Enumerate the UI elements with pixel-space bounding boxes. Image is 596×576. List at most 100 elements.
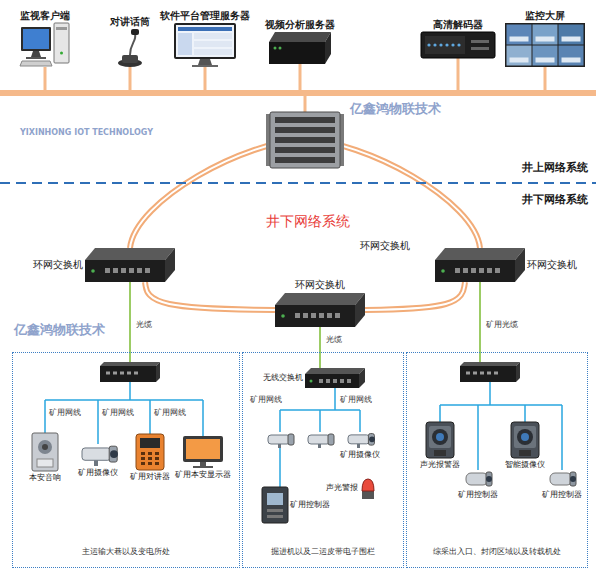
- label-box: 矿用控制器: [458, 490, 498, 500]
- panel-switch-top: [100, 362, 160, 366]
- switch-front: [275, 305, 355, 327]
- screen-scene: [562, 58, 581, 63]
- label-box: 软件平台管理服务器: [160, 10, 250, 21]
- device-label: 环网交换机: [527, 259, 577, 271]
- switch-front: [305, 374, 359, 388]
- ui-row: [194, 41, 232, 47]
- screen-scene: [510, 37, 529, 42]
- device-label: 声光报警器: [420, 460, 460, 470]
- label-box: 矿用摄像仪: [340, 450, 380, 460]
- camera-lens: [436, 433, 444, 441]
- wall-icon: [505, 23, 585, 67]
- device-label: 智能摄像仪: [505, 460, 545, 470]
- switch-top: [275, 293, 365, 305]
- video-wall-screen: [559, 46, 584, 66]
- label-box: 矿用控制器: [542, 490, 582, 500]
- switch-port: [145, 268, 150, 273]
- device-label: 矿用摄像仪: [78, 468, 118, 478]
- switch-led: [441, 269, 445, 273]
- switch-port: [479, 268, 484, 273]
- switch-port: [340, 379, 344, 383]
- camera-lens: [110, 450, 118, 458]
- core-switch-slot: [275, 127, 335, 133]
- bus-drop: [45, 58, 545, 112]
- monitor-screen: [23, 29, 49, 49]
- network-cable: [45, 382, 203, 444]
- device-label: 对讲话筒: [110, 16, 150, 27]
- switch-port: [105, 268, 110, 273]
- camera-housing: [426, 422, 454, 458]
- mic-head: [131, 29, 139, 35]
- camera-mount: [94, 460, 98, 466]
- cam-icon: [345, 432, 375, 448]
- switch-top: [435, 248, 525, 260]
- camera-base: [519, 450, 531, 456]
- watermark: 亿鑫鸿物联技术: [350, 101, 441, 117]
- ui-bar: [178, 27, 232, 31]
- edge-label: 光缆: [135, 320, 153, 330]
- camera-hood: [368, 434, 374, 446]
- display-base: [193, 466, 213, 468]
- device-label: 环网交换机: [33, 259, 83, 271]
- camera-hood: [109, 446, 117, 462]
- cable-label: 矿用网线: [154, 408, 186, 418]
- switch-port: [137, 268, 142, 273]
- decoder-panel: [425, 36, 465, 54]
- camera-hood: [288, 434, 294, 445]
- speaker-cone: [42, 444, 48, 450]
- boxcam-icon: [511, 422, 539, 458]
- switch-ports: [466, 372, 498, 375]
- panel-switch-side: [156, 362, 160, 382]
- switch-led: [281, 314, 285, 318]
- screen-scene: [536, 58, 555, 63]
- panel-switch-side: [516, 362, 520, 382]
- device-label: 软件平台管理服务器: [160, 10, 250, 21]
- decoder-led: [445, 43, 448, 46]
- switch-icon: [435, 248, 525, 282]
- boxcam-icon: [426, 422, 454, 458]
- mine-device: 智能摄像仪: [505, 422, 545, 470]
- monitor-stand: [31, 51, 41, 57]
- decoder-led: [439, 43, 442, 46]
- watermark: 亿鑫鸿物联技术: [14, 322, 105, 338]
- core-switch-ear: [266, 114, 270, 166]
- switch-port: [333, 379, 337, 383]
- video-wall-screen: [533, 46, 558, 66]
- camera-body: [348, 435, 370, 444]
- label-box: 环网交换机: [295, 279, 345, 291]
- camera-body: [308, 435, 330, 444]
- camera-lens: [570, 476, 576, 482]
- system-divider: [0, 182, 596, 184]
- wswitch-icon: [305, 368, 365, 388]
- intercom-key: [148, 462, 152, 465]
- mic-body: [122, 55, 138, 63]
- laptop-icon: [174, 23, 236, 67]
- ring-switch: 环网交换机: [33, 248, 175, 282]
- switch-side: [515, 248, 525, 282]
- camera-face: [429, 426, 451, 448]
- device-label: 声光警报: [326, 483, 358, 493]
- display-stand: [200, 462, 206, 466]
- switch-port: [326, 379, 330, 383]
- label-box: 矿用对讲器: [130, 472, 170, 482]
- alarm-base: [362, 491, 374, 499]
- core-switch-slot: [275, 157, 335, 163]
- device-label: 环网交换机: [295, 279, 345, 291]
- system-title: 井下网络系统: [266, 213, 350, 230]
- client-device: 监控大屏: [505, 10, 585, 67]
- mine-device: 矿用本安显示器: [175, 436, 231, 480]
- switch-port: [319, 379, 323, 383]
- fiber-line: [319, 327, 321, 352]
- device-label: 本安音响: [29, 473, 61, 483]
- screen-scene: [536, 37, 555, 42]
- switch-port: [335, 313, 340, 318]
- switch-port: [319, 313, 324, 318]
- camera-base: [434, 450, 446, 456]
- panel-caption-box: 主运输大巷以及变电所处: [13, 547, 239, 557]
- mine-device: 矿用控制器: [262, 487, 330, 523]
- camera-mount: [357, 444, 360, 448]
- video-wall-screen: [507, 25, 532, 45]
- controller-slot: [267, 509, 283, 512]
- panel-caption: 主运输大巷以及变电所处: [13, 547, 239, 557]
- switch-port: [303, 313, 308, 318]
